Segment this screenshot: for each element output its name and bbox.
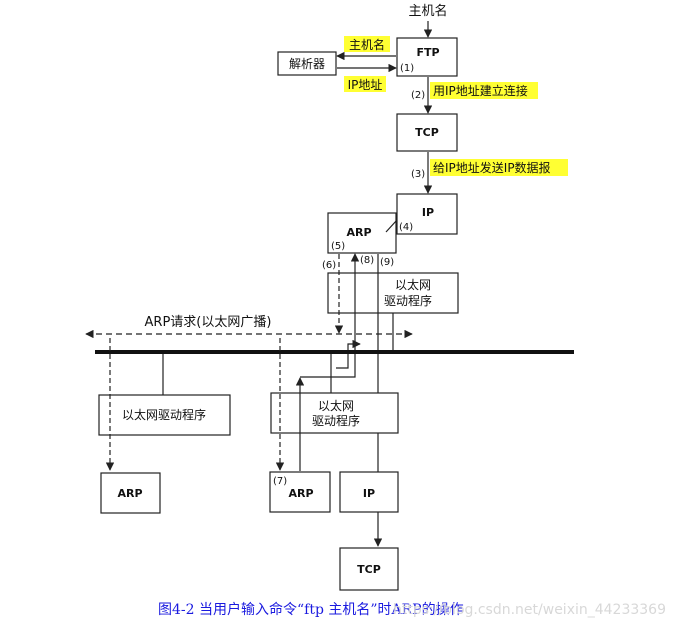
ip-arp-link (385, 219, 398, 233)
right-tcp-box (339, 547, 399, 591)
left-arp-label: ARP (117, 487, 142, 500)
step-6-label: (6) (322, 260, 336, 271)
driver-top-line1: 以太网 (395, 277, 431, 292)
left-driver-box (98, 394, 231, 436)
left-arp-box (100, 472, 161, 514)
broadcast-label: ARP请求(以太网广播) (145, 315, 272, 330)
step-1-label: (1) (400, 63, 414, 74)
right-ip-box (339, 471, 399, 513)
step-2-text: 用IP地址建立连接 (433, 83, 528, 98)
tcp-label: TCP (415, 126, 439, 139)
right-driver-line1: 以太网 (318, 398, 354, 413)
ftp-box (396, 37, 458, 77)
right-driver-box (270, 392, 399, 434)
step-7-label: (7) (273, 476, 287, 487)
top-input-label: 主机名 (408, 3, 447, 19)
driver-top-box (327, 272, 459, 314)
left-driver-label: 以太网驱动程序 (122, 407, 206, 422)
step-3-label: (3) (411, 169, 425, 180)
resolver-reply-label: IP地址 (348, 78, 383, 92)
reply-bus-arrow (336, 339, 361, 369)
resolver-box (277, 51, 337, 76)
highlight-request (344, 36, 390, 52)
highlight-step3 (430, 159, 568, 176)
right-arp-label: ARP (288, 487, 313, 500)
highlight-reply (344, 76, 386, 92)
step-3-text: 给IP地址发送IP数据报 (433, 160, 551, 175)
arp-top-label: ARP (346, 226, 371, 239)
ip-top-box (396, 193, 458, 235)
arp-reply-up-arrow (300, 253, 360, 378)
step-8-label: (8) (360, 255, 374, 266)
step-5-label: (5) (331, 241, 345, 252)
right-tcp-label: TCP (357, 563, 381, 576)
tcp-box (396, 113, 458, 152)
step-9-label: (9) (380, 257, 394, 268)
ip-top-label: IP (422, 206, 434, 219)
right-driver-line2: 驱动程序 (312, 413, 360, 428)
resolver-label: 解析器 (289, 57, 325, 71)
step-2-label: (2) (411, 90, 425, 101)
right-arp-box (269, 471, 331, 513)
arp-top-box (327, 212, 397, 254)
resolver-request-label: 主机名 (349, 37, 385, 52)
figure-caption: 图4-2 当用户输入命令“ftp 主机名”时ARP的操作 (158, 601, 464, 618)
right-ip-label: IP (363, 487, 375, 500)
highlight-step2 (430, 82, 538, 99)
ftp-label: FTP (416, 46, 439, 59)
step-4-label: (4) (399, 222, 413, 233)
driver-top-line2: 驱动程序 (384, 293, 432, 308)
watermark: https://blog.csdn.net/weixin_44233369 (393, 602, 666, 618)
